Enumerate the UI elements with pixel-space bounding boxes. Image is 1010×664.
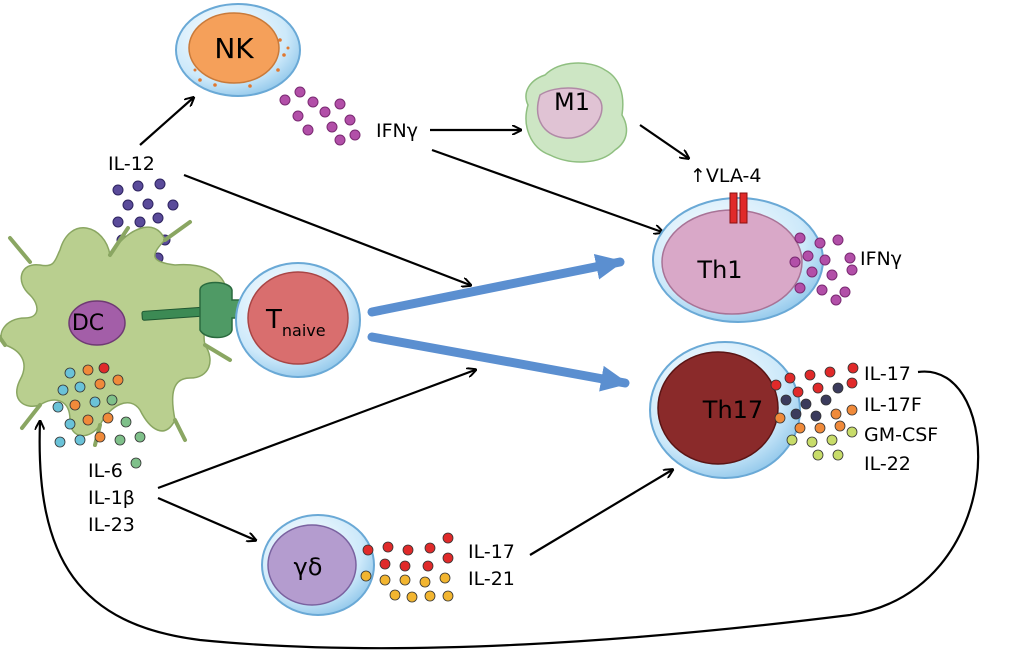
th1-label: Th1 [696,256,742,284]
dendritic-cell: DC [0,220,232,447]
vla4-label: ↑VLA-4 [690,165,761,187]
th17-cytokines [770,362,859,461]
th17-label: Th17 [702,396,763,424]
t-naive-label: Tnaive [265,305,326,340]
arrow-m1-to-th1 [639,124,688,158]
mhc-tcr-icon [141,281,243,339]
il6-il1b-il23-cytokines [52,362,146,469]
t-naive-cell: Tnaive [235,262,361,378]
arrow-tnaive-to-th1 [367,253,625,317]
nk-label: NK [214,32,254,65]
differentiation-arrows [367,253,630,392]
dc-label: DC [72,311,104,336]
m1-macrophage: M1 [525,62,628,163]
arrow-il12-to-pathway [183,173,470,285]
gd-il17-label: IL-17 [468,541,515,563]
il23-label: IL-23 [88,514,135,536]
il6-label: IL-6 [88,460,123,482]
nk-cell: NK [175,3,301,97]
arrow-il6-to-pathway [157,370,475,490]
arrow-il17-feedback-to-dc [40,370,980,650]
gd-label: γδ [294,553,323,581]
arrow-ifng-to-th1 [431,148,662,232]
arrow-gd-to-th17 [529,470,672,556]
th17-gmcsf-label: GM-CSF [864,424,938,446]
il1b-label: IL-1β [88,487,135,509]
th17-il17f-label: IL-17F [864,394,922,416]
arrow-il6-to-gd [157,496,255,540]
ifng-cytokines-nk [279,86,361,146]
gd-cytokines [360,532,454,603]
gamma-delta-t-cell: γδ [261,514,375,616]
th17-cell: Th17 [649,341,801,479]
vla4-receptor-icon [729,192,738,224]
arrows [40,98,980,650]
arrow-il12-to-nk [139,98,193,146]
ifng-cytokines-th1 [789,232,858,306]
th17-il17-label: IL-17 [864,363,911,385]
m1-label: M1 [554,88,590,116]
ifng-label-th1: IFNγ [860,248,902,270]
ifng-label-nk: IFNγ [376,120,418,142]
t-naive-sub: naive [282,321,326,340]
th1-cell: Th1 [652,192,824,323]
t-naive-main: T [265,305,282,335]
gd-il21-label: IL-21 [468,568,515,590]
arrow-tnaive-to-th17 [367,332,630,392]
th17-il22-label: IL-22 [864,453,911,475]
il12-label: IL-12 [108,153,155,175]
